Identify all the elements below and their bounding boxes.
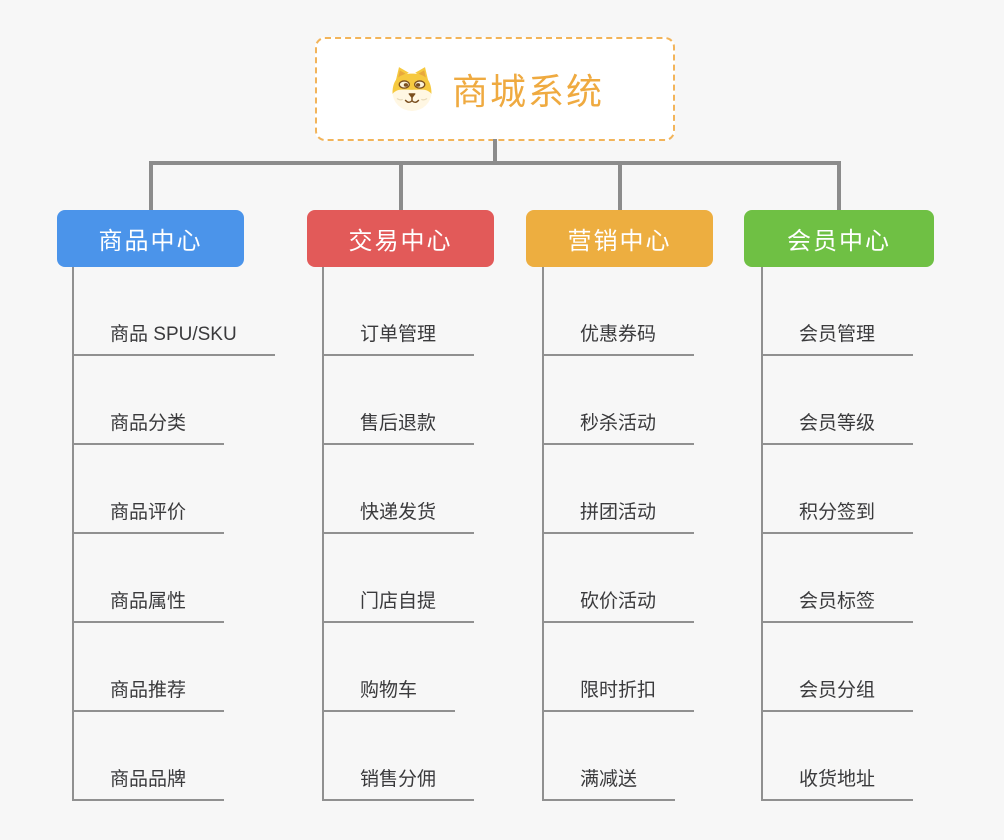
connector-trunk: [72, 267, 74, 801]
branch-node-trade[interactable]: 交易中心: [307, 210, 494, 267]
branch-node-members[interactable]: 会员中心: [744, 210, 934, 267]
branch-column-marketing: 优惠券码 秒杀活动 拼团活动 砍价活动 限时折扣 满减送: [542, 267, 802, 801]
leaf-label[interactable]: 砍价活动: [542, 580, 695, 623]
leaf-label[interactable]: 限时折扣: [542, 669, 695, 712]
branch-column-trade: 订单管理 售后退款 快递发货 门店自提 购物车 销售分佣: [322, 267, 582, 801]
connector-horizontal: [149, 161, 841, 165]
connector-branch-vertical: [837, 161, 841, 211]
leaf-label[interactable]: 会员管理: [761, 313, 914, 356]
connector-trunk: [761, 267, 763, 801]
branch-column-products: 商品 SPU/SKU 商品分类 商品评价 商品属性 商品推荐 商品品牌: [72, 267, 332, 801]
connector-root-vertical: [493, 139, 497, 163]
leaf-label[interactable]: 门店自提: [322, 580, 475, 623]
branch-label: 商品中心: [98, 228, 203, 255]
connector-trunk: [542, 267, 544, 801]
leaf-label[interactable]: 快递发货: [322, 491, 475, 534]
leaf-label[interactable]: 订单管理: [322, 313, 475, 356]
leaf-label[interactable]: 商品推荐: [72, 669, 225, 712]
leaf-label[interactable]: 商品 SPU/SKU: [72, 313, 275, 356]
branch-node-marketing[interactable]: 营销中心: [526, 210, 713, 267]
leaf-label[interactable]: 会员分组: [761, 669, 914, 712]
leaf-label[interactable]: 商品属性: [72, 580, 225, 623]
branch-label: 会员中心: [787, 228, 891, 255]
leaf-label[interactable]: 优惠券码: [542, 313, 695, 356]
root-node[interactable]: 商城系统: [315, 37, 675, 141]
leaf-label[interactable]: 拼团活动: [542, 491, 695, 534]
leaf-label[interactable]: 商品评价: [72, 491, 225, 534]
leaf-label[interactable]: 商品分类: [72, 402, 225, 445]
connector-trunk: [322, 267, 324, 801]
leaf-label[interactable]: 商品品牌: [72, 758, 225, 801]
leaf-label[interactable]: 销售分佣: [322, 758, 475, 801]
branch-column-members: 会员管理 会员等级 积分签到 会员标签 会员分组 收货地址: [761, 267, 1004, 801]
connector-branch-vertical: [399, 161, 403, 211]
branch-label: 营销中心: [567, 228, 672, 255]
connector-branch-vertical: [618, 161, 622, 211]
branch-label: 交易中心: [348, 228, 453, 255]
connector-branch-vertical: [149, 161, 153, 211]
leaf-label[interactable]: 积分签到: [761, 491, 914, 534]
branch-node-products[interactable]: 商品中心: [57, 210, 244, 267]
dog-face-icon: [392, 67, 432, 111]
root-title: 商城系统: [451, 71, 604, 112]
leaf-label[interactable]: 购物车: [322, 669, 456, 712]
leaf-label[interactable]: 满减送: [542, 758, 676, 801]
leaf-label[interactable]: 售后退款: [322, 402, 475, 445]
leaf-label[interactable]: 会员标签: [761, 580, 914, 623]
leaf-label[interactable]: 会员等级: [761, 402, 914, 445]
leaf-label[interactable]: 秒杀活动: [542, 402, 695, 445]
leaf-label[interactable]: 收货地址: [761, 758, 914, 801]
